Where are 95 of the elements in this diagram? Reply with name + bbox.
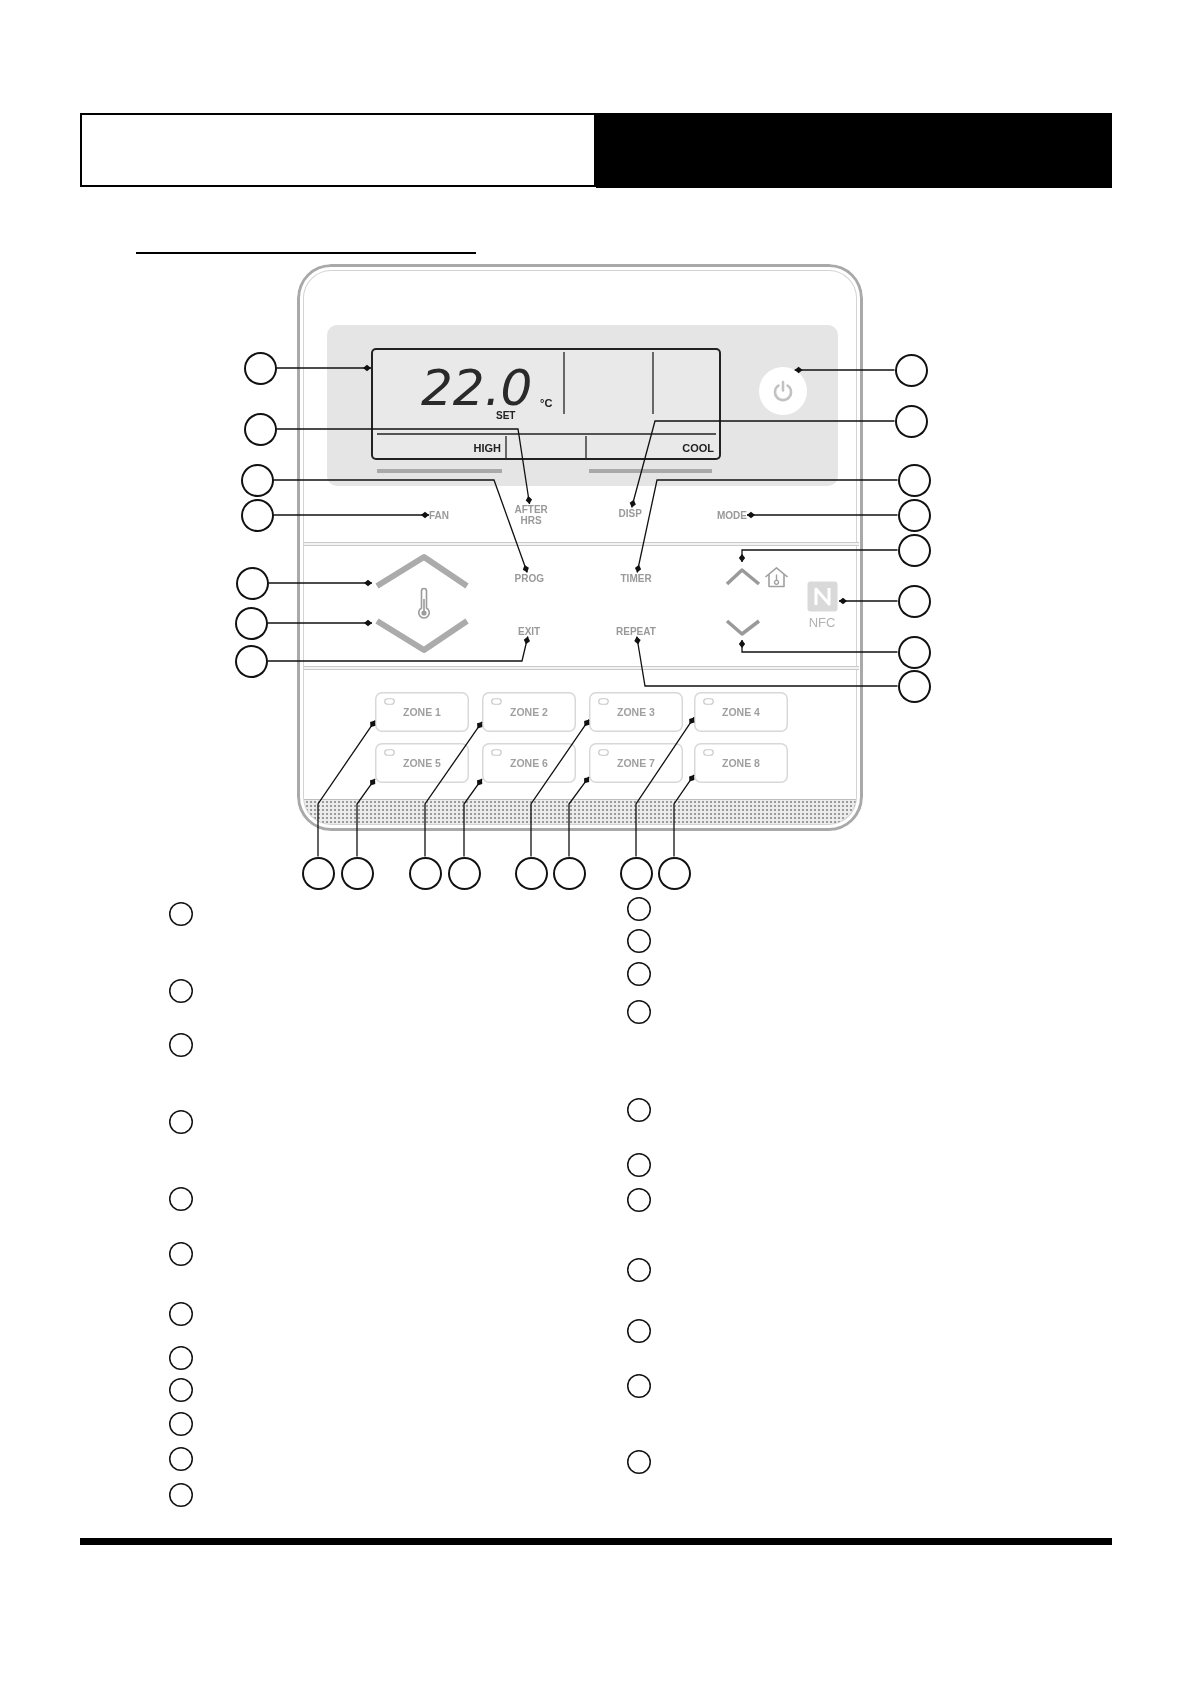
down-key <box>372 616 472 655</box>
leader-line <box>267 579 373 587</box>
list-circle <box>169 1447 193 1471</box>
prog-label: PROG <box>514 572 544 584</box>
callout-circle <box>240 463 274 497</box>
leader-line <box>275 364 372 372</box>
list-circle <box>627 1374 651 1398</box>
callout-circle <box>897 463 931 497</box>
list-circle <box>169 1346 193 1370</box>
list-circle <box>169 1412 193 1436</box>
mode-label: MODE <box>717 509 747 521</box>
callout-circle <box>897 635 931 669</box>
leader-line <box>266 619 373 627</box>
leader-line <box>275 428 533 505</box>
callout-circle <box>240 498 274 532</box>
list-circle <box>627 1098 651 1122</box>
list-circle <box>169 1187 193 1211</box>
list-circle <box>169 1110 193 1134</box>
zone-button: ZONE 3 <box>589 692 683 732</box>
disp-label: DISP <box>618 507 642 519</box>
leader-line <box>634 635 899 687</box>
list-circle <box>627 929 651 953</box>
callout-circle <box>447 856 481 890</box>
list-circle <box>169 902 193 926</box>
leader-line <box>530 718 590 858</box>
leader-line <box>266 635 530 662</box>
leader-line <box>272 479 529 574</box>
leader-line <box>272 511 430 519</box>
nfc-label: NFC <box>807 616 837 630</box>
leader-line <box>629 420 896 509</box>
zone-button: ZONE 2 <box>482 692 576 732</box>
list-circle <box>627 1000 651 1024</box>
zone-button: ZONE 1 <box>375 692 469 732</box>
list-circle <box>627 1258 651 1282</box>
callout-circle <box>243 351 277 385</box>
callout-circle <box>234 644 268 678</box>
callout-circle <box>514 856 548 890</box>
callout-circle <box>894 353 928 387</box>
exit-label: EXIT <box>518 625 541 637</box>
callout-circle <box>657 856 691 890</box>
mode-indicator: COOL <box>682 442 714 454</box>
zone-button: ZONE 6 <box>482 743 576 783</box>
timer-label: TIMER <box>620 572 652 584</box>
leader-line <box>463 778 483 858</box>
degree-unit-label: °C <box>540 397 553 409</box>
list-circle <box>627 1188 651 1212</box>
repeat-label: REPEAT <box>616 625 656 637</box>
set-indicator: SET <box>496 410 516 421</box>
leader-line <box>635 716 695 858</box>
callout-circle <box>408 856 442 890</box>
callout-circle <box>897 584 931 618</box>
list-circle <box>169 1378 193 1402</box>
callout-circle <box>897 498 931 532</box>
zone-button: ZONE 5 <box>375 743 469 783</box>
callout-circle <box>894 404 928 438</box>
leader-line <box>317 719 376 858</box>
callout-circle <box>235 566 269 600</box>
callout-circle <box>234 606 268 640</box>
wall-controller <box>297 264 863 831</box>
leader-line <box>356 778 376 858</box>
temperature-readout: 22.0 <box>421 368 533 408</box>
leader-line <box>738 549 899 563</box>
list-circle <box>169 1302 193 1326</box>
list-circle <box>627 1319 651 1343</box>
zone-button: ZONE 4 <box>694 692 788 732</box>
list-circle <box>627 897 651 921</box>
callout-circle <box>897 669 931 703</box>
callout-circle <box>619 856 653 890</box>
leader-line <box>838 597 899 605</box>
fan-speed-indicator: HIGH <box>473 442 501 454</box>
leader-line <box>634 479 899 574</box>
callout-circle <box>552 856 586 890</box>
list-circle <box>169 1033 193 1057</box>
up-key <box>372 552 472 591</box>
list-circle <box>169 1483 193 1507</box>
leader-line <box>793 366 896 374</box>
callout-circle <box>301 856 335 890</box>
leader-line <box>568 776 590 858</box>
callout-circle <box>897 533 931 567</box>
list-circle <box>169 1242 193 1266</box>
zone-button: ZONE 7 <box>589 743 683 783</box>
leader-line <box>424 721 483 858</box>
list-circle <box>169 979 193 1003</box>
list-circle <box>627 1450 651 1474</box>
list-circle <box>627 1153 651 1177</box>
lcd-screen <box>371 348 721 460</box>
leader-line <box>746 511 899 519</box>
after-hours-label: AFTER HRS <box>514 504 548 526</box>
leader-line <box>738 639 899 653</box>
callout-circle <box>340 856 374 890</box>
zone-button: ZONE 8 <box>694 743 788 783</box>
callout-circle <box>243 412 277 446</box>
fan-label: FAN <box>429 509 449 521</box>
list-circle <box>627 962 651 986</box>
leader-line <box>673 774 695 858</box>
